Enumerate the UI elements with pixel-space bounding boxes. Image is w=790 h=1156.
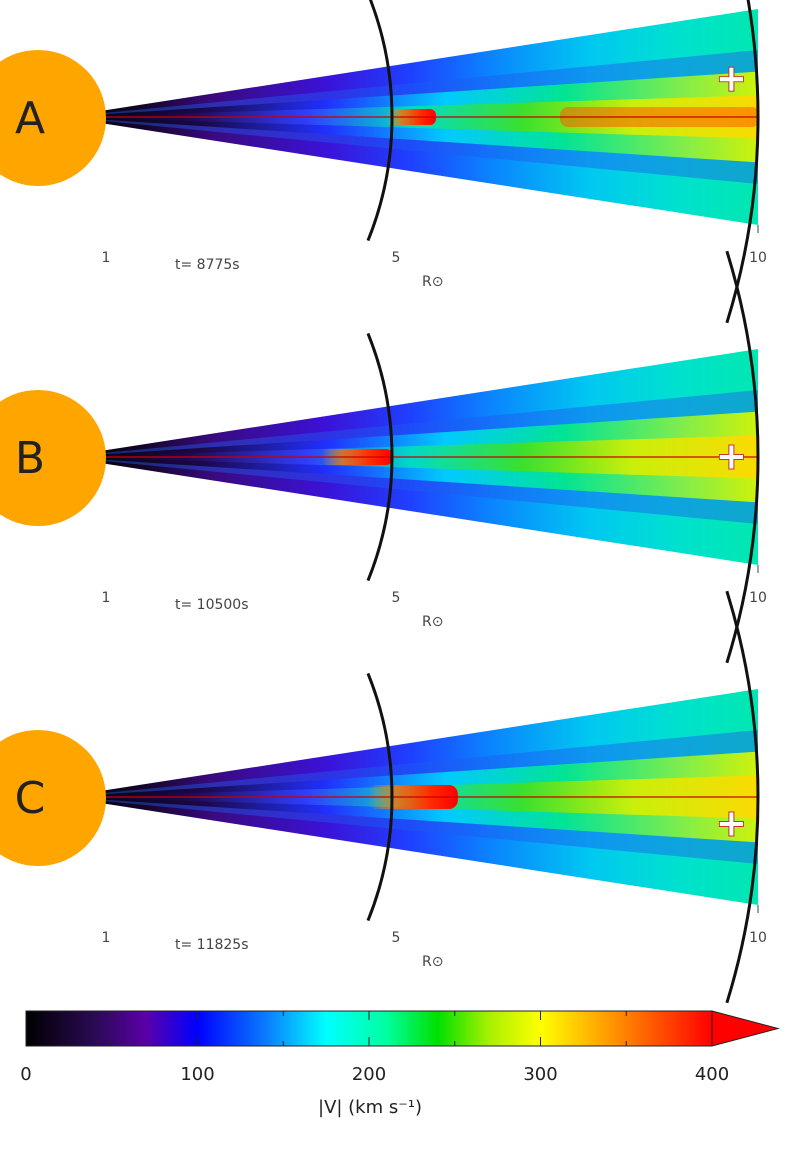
radius-tick-label: 10 xyxy=(749,590,767,606)
radius-unit-label: R⊙ xyxy=(422,954,443,970)
arc-5rsun xyxy=(366,332,394,582)
colorbar-title: |V| (km s⁻¹) xyxy=(318,1097,422,1118)
colorbar-tick-labels: 0 100 200 300 400 xyxy=(20,1064,729,1085)
cross-marker xyxy=(718,811,744,837)
radius-tick-label: 1 xyxy=(102,590,111,606)
radius-tick-label: 5 xyxy=(392,250,401,266)
arc-5rsun xyxy=(366,0,394,242)
time-label: t= 10500s xyxy=(175,597,249,613)
colorbar-ticks xyxy=(111,1011,627,1046)
time-label: t= 8775s xyxy=(175,257,240,273)
radius-tick-label: 1 xyxy=(102,930,111,946)
colorbar-overflow-arrow xyxy=(711,1010,780,1047)
colorbar-tick-label: 300 xyxy=(523,1064,557,1085)
sun-disk xyxy=(0,390,106,526)
radius-tick-label: 10 xyxy=(749,930,767,946)
panel-letter: B xyxy=(15,433,45,484)
radius-tick-label: 1 xyxy=(102,250,111,266)
panel-letter: C xyxy=(15,773,46,824)
radius-unit-label: R⊙ xyxy=(422,274,443,290)
arc-10rsun xyxy=(725,0,760,324)
arc-5rsun xyxy=(366,672,394,922)
colorbar-tick-label: 200 xyxy=(352,1064,386,1085)
colorbar: 0 100 200 300 400 |V| (km s⁻¹) xyxy=(20,1010,780,1118)
arc-10rsun xyxy=(725,250,760,664)
panel-letter: A xyxy=(15,93,45,144)
arc-10rsun xyxy=(725,590,760,1004)
radius-tick-label: 10 xyxy=(749,250,767,266)
time-label: t= 11825s xyxy=(175,937,249,953)
radius-tick-label: 5 xyxy=(392,590,401,606)
sun-disk xyxy=(0,50,106,186)
colorbar-tick-label: 0 xyxy=(20,1064,31,1085)
cross-marker xyxy=(718,444,744,470)
cross-marker xyxy=(718,66,744,92)
sun-disk xyxy=(0,730,106,866)
colorbar-tick-label: 100 xyxy=(180,1064,214,1085)
colorbar-tick-label: 400 xyxy=(695,1064,729,1085)
radius-unit-label: R⊙ xyxy=(422,614,443,630)
radius-tick-label: 5 xyxy=(392,930,401,946)
